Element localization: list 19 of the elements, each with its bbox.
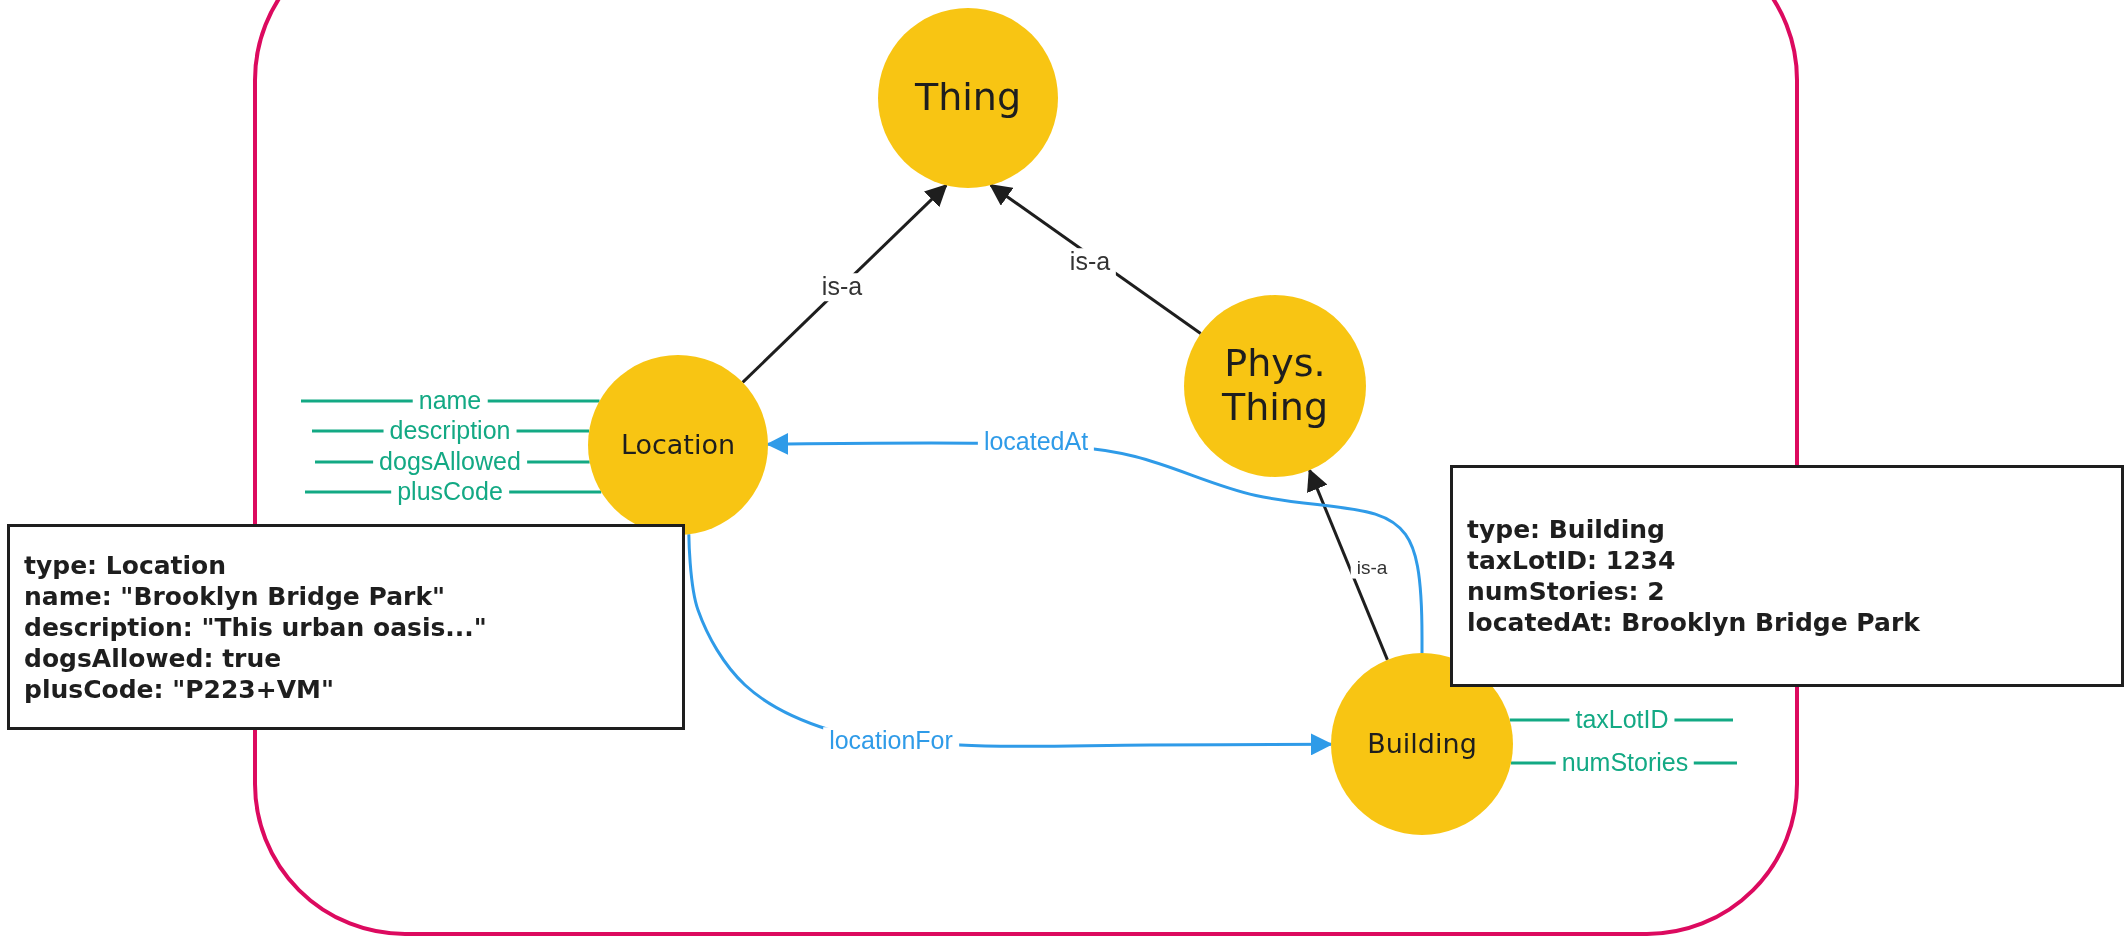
property-value: description: "This urban oasis..." — [24, 611, 488, 643]
class-label: Thing — [914, 76, 1022, 120]
property-value: type: Location — [24, 549, 228, 581]
class-label: Building — [1367, 728, 1477, 760]
property-value: name: "Brooklyn Bridge Park" — [24, 580, 447, 612]
edge-label: description — [383, 417, 517, 445]
class-label: Phys. Thing — [1220, 342, 1330, 430]
property-value: taxLotID: 1234 — [1467, 545, 1677, 576]
edge-label: dogsAllowed — [373, 448, 527, 476]
property-value: dogsAllowed: true — [24, 642, 283, 674]
instance-card — [7, 524, 685, 730]
instance-card — [1450, 465, 2124, 687]
property-value: numStories: 2 — [1467, 576, 1666, 607]
property-value: locatedAt: Brooklyn Bridge Park — [1467, 607, 1921, 638]
edge-label: plusCode — [391, 478, 509, 506]
property-value: type: Building — [1467, 514, 1666, 545]
arrow — [1307, 468, 1389, 661]
class-label: Location — [620, 429, 736, 461]
property-value: plusCode: "P223+VM" — [24, 673, 335, 705]
